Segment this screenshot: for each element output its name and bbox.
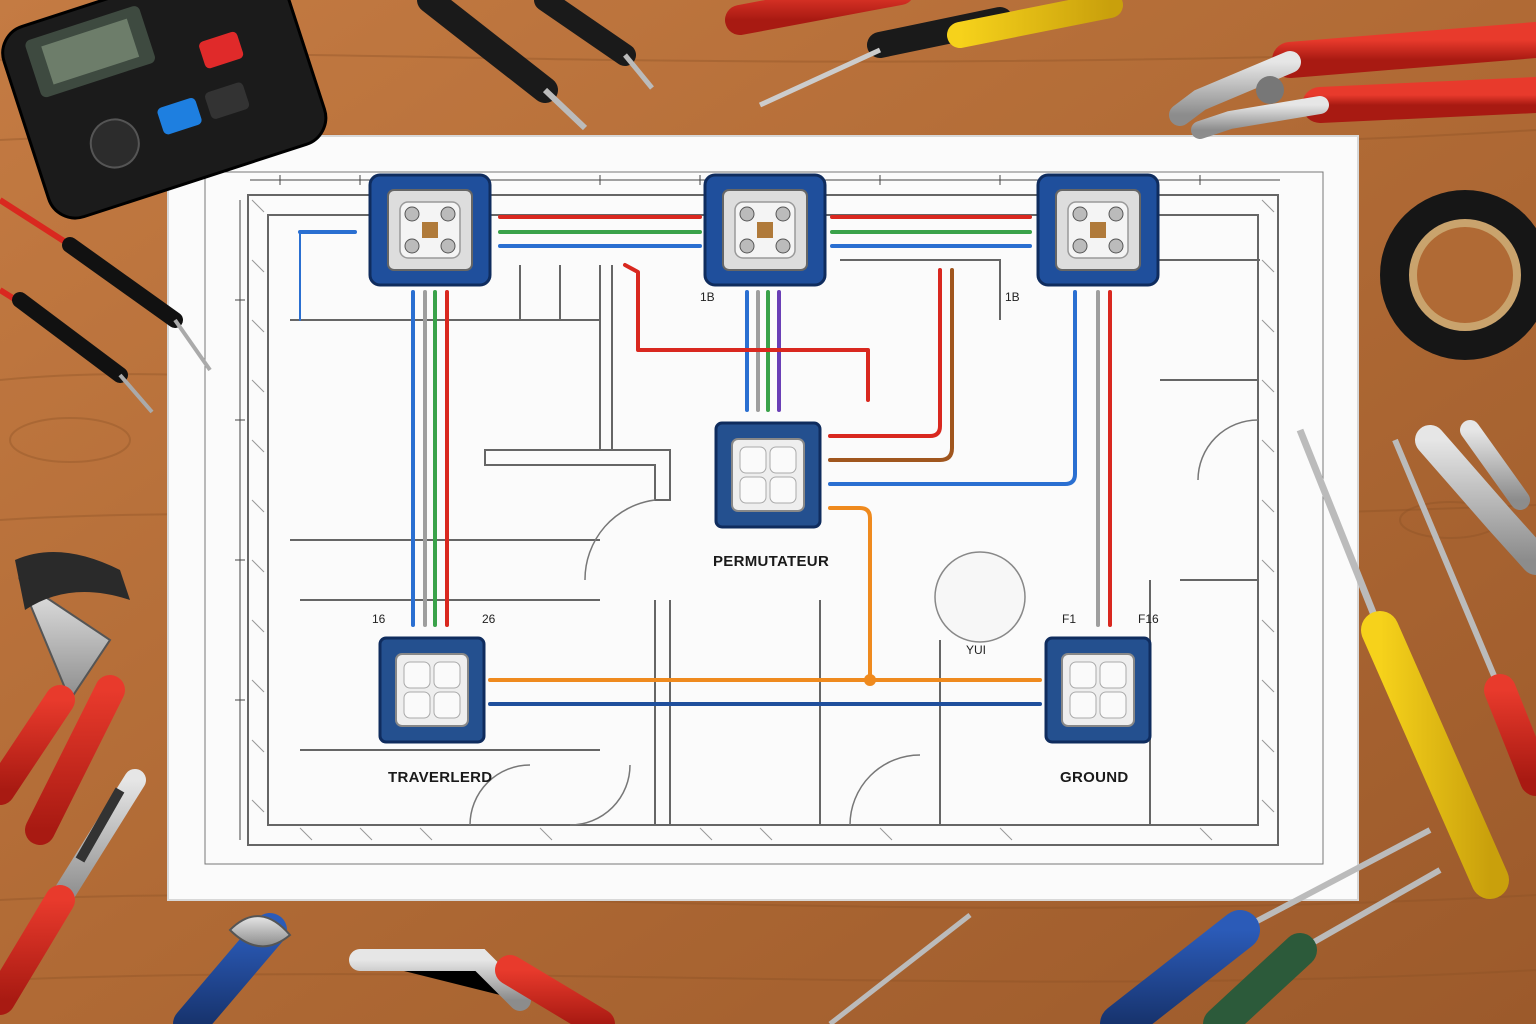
mark-left-a: 16 [372,612,386,626]
traveler-label: TRAVERLERD [388,769,493,786]
junction-box-top-left [368,173,492,287]
mark-right-b: F16 [1138,612,1159,626]
multimeter-icon [1,0,328,220]
ceiling-light-symbol [934,551,1026,643]
probe-icon [0,197,212,414]
mark-top-a: 1B [700,290,715,304]
pliers-icon [0,769,146,1015]
screwdriver-icon [417,0,654,131]
light-label: YUI [966,643,987,657]
wire-stripper-icon [0,552,130,845]
junction-box-top-right [1036,173,1160,287]
junction-box-top-center [703,173,827,287]
screwdriver-icon [1296,428,1536,899]
pliers-icon [1415,420,1536,575]
electrical-tape-icon [1380,190,1536,360]
traveler-switch-left [378,636,486,744]
screwdriver-icon [725,0,1123,108]
wire-stripper-icon [173,913,292,1024]
mark-top-b: 1B [1005,290,1020,304]
pliers-icon [349,949,615,1024]
permutateur-switch [714,421,822,529]
ground-label: GROUND [1060,769,1129,786]
pliers-icon [1169,22,1536,139]
permutateur-label: PERMUTATEUR [713,553,830,570]
mark-left-b: 26 [482,612,496,626]
mark-right-a: F1 [1062,612,1077,626]
ground-switch-right [1044,636,1152,744]
screwdriver-icon [828,827,1442,1024]
